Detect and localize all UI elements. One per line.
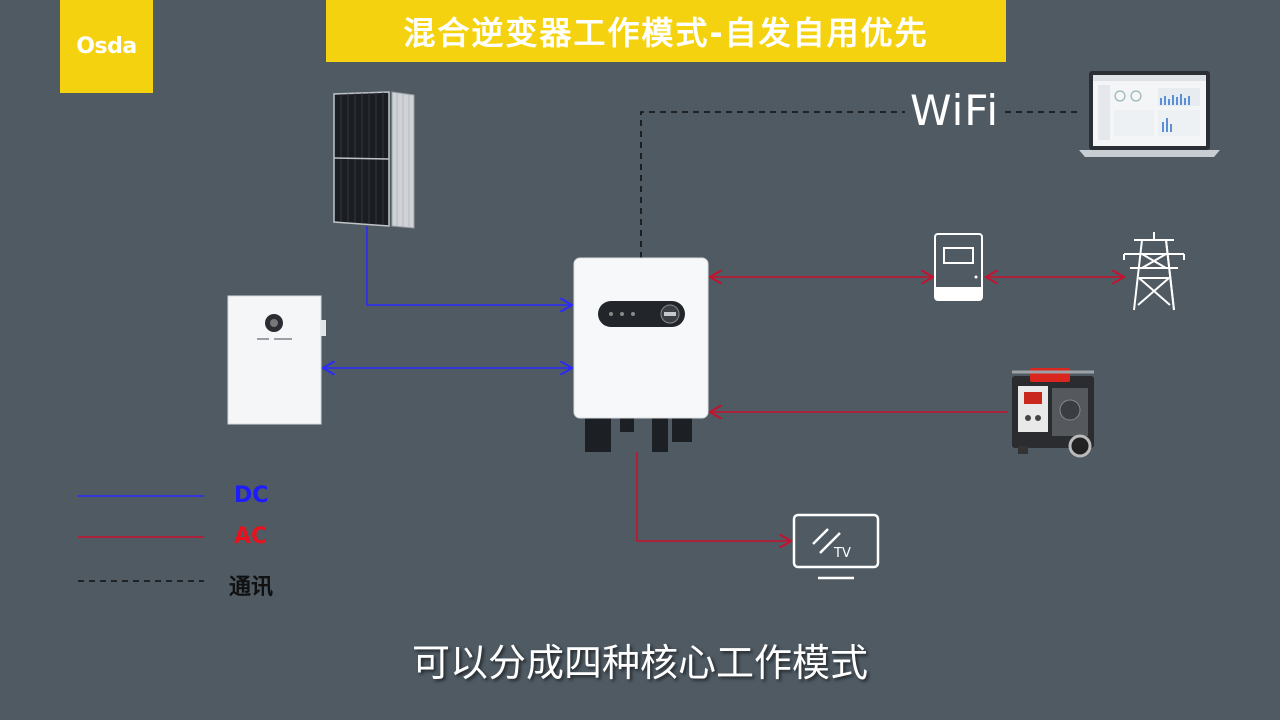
ac-line-tv <box>636 452 791 541</box>
tv-label: TV <box>833 546 851 561</box>
brand-logo-text: Osda <box>76 34 137 59</box>
legend-label-ac: AC <box>234 524 268 549</box>
page-title: 混合逆变器工作模式-自发自用优先 <box>403 14 929 52</box>
title-banner: 混合逆变器工作模式-自发自用优先 <box>326 0 1006 62</box>
subtitle-caption: 可以分成四种核心工作模式 <box>411 641 868 685</box>
battery-icon <box>227 295 326 425</box>
tv-icon: TV <box>792 513 880 580</box>
solar-panel-icon <box>333 91 415 229</box>
inverter-icon <box>573 257 709 452</box>
comm-line-wifi <box>640 111 905 258</box>
generator-icon <box>1012 368 1094 458</box>
brand-logo: Osda <box>60 0 153 93</box>
wifi-label: WiFi <box>910 86 1000 135</box>
legend-label-dc: DC <box>234 483 269 508</box>
dc-line-solar <box>366 226 572 305</box>
legend-label-comm: 通讯 <box>229 575 274 600</box>
grid-tower-icon <box>1123 232 1185 311</box>
laptop-icon <box>1079 71 1220 157</box>
meter-icon <box>934 233 983 301</box>
